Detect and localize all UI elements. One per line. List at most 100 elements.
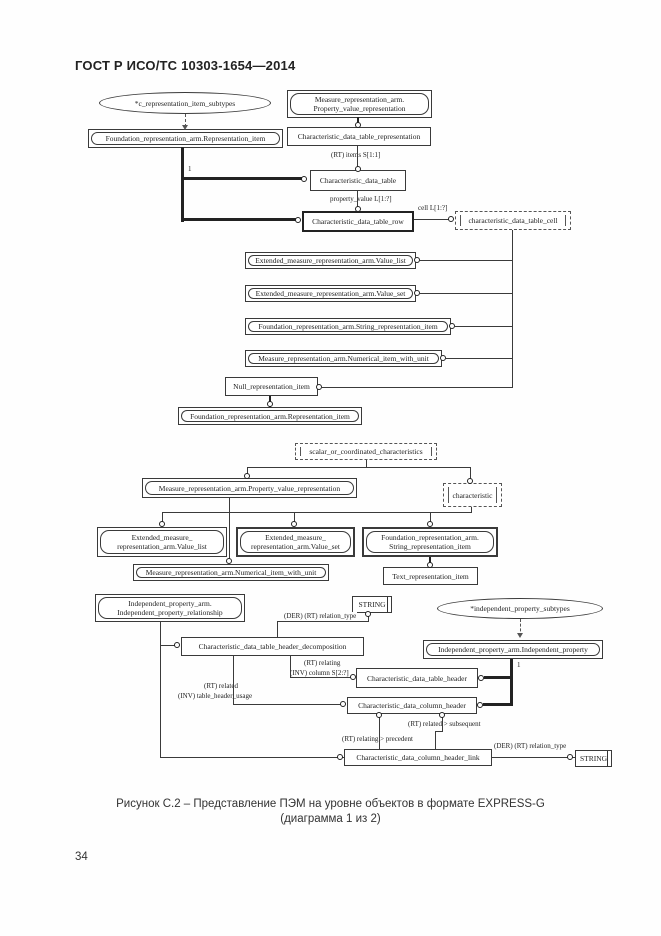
node-label: Extended_measure_representation_arm.Valu… (255, 289, 406, 298)
relation-circle (340, 701, 346, 707)
connector-line (420, 293, 512, 294)
edge-label-items: (RT) items S[1:1] (330, 151, 382, 159)
connector-line (290, 656, 291, 678)
connector-line (160, 622, 161, 758)
edge-label-relation-type-1: (DER) (RT) relation_type (283, 612, 358, 620)
node-label: scalar_or_coordinated_characteristics (309, 447, 423, 456)
connector-line (233, 704, 343, 705)
node-independent-property: Independent_property_arm.Independent_pro… (423, 640, 603, 659)
node-string-type-1: STRING (352, 596, 392, 613)
node-label: Text_representation_item (392, 571, 469, 581)
connector-line (357, 146, 358, 170)
edge-label-relating-precedent: (RT) relating > precedent (341, 735, 414, 743)
connector-line (229, 498, 230, 560)
relation-circle (337, 754, 343, 760)
node-independent-property-subtypes: *independent_property_subtypes (437, 598, 603, 619)
connector-line (420, 260, 512, 261)
connector-line (366, 460, 367, 468)
connector-line (160, 645, 176, 646)
node-label: STRING (579, 754, 608, 763)
edge-label-relation-type-2: (DER) (RT) relation_type (493, 742, 568, 750)
connector-line (247, 467, 248, 476)
node-label: Characteristic_data_column_header (358, 701, 466, 710)
relation-circle (295, 217, 301, 223)
relation-circle (478, 675, 484, 681)
edge-label-cardinality-one-bottom: 1 (516, 661, 522, 669)
node-foundation-representation-item-top: Foundation_representation_arm.Representa… (88, 129, 283, 148)
node-characteristic-data-column-header-link: Characteristic_data_column_header_link (344, 749, 492, 766)
connector-line (429, 557, 431, 565)
relation-circle (159, 521, 165, 527)
connector-line (247, 467, 470, 468)
node-label: Property_value_representation (313, 104, 406, 113)
connector-line (430, 512, 431, 523)
node-independent-property-relationship: Independent_property_arm.Independent_pro… (95, 594, 245, 622)
relation-circle (477, 702, 483, 708)
subtype-dashed-line (185, 114, 186, 127)
relation-circle (316, 384, 322, 390)
node-label: Characteristic_data_column_header_link (356, 753, 480, 762)
node-label: representation_arm.Value_list (117, 542, 207, 551)
page-number: 34 (75, 851, 88, 863)
connector-line (233, 656, 234, 705)
node-label: characteristic_data_table_cell (468, 216, 558, 225)
connector-line (277, 621, 369, 622)
node-c-representation-item-subtypes: *c_representation_item_subtypes (99, 92, 271, 114)
relation-circle (301, 176, 307, 182)
subtype-arrow (517, 633, 523, 638)
node-string-representation-item-mid: Foundation_representation_arm.String_rep… (362, 527, 498, 557)
node-label: Characteristic_data_table (319, 176, 397, 185)
node-scalar-or-coordinated-characteristics: scalar_or_coordinated_characteristics (295, 443, 437, 460)
node-characteristic: characteristic (443, 483, 502, 507)
relation-circle (427, 521, 433, 527)
subtype-dashed-line (520, 619, 521, 636)
node-label: Measure_representation_arm.Numerical_ite… (258, 354, 429, 363)
page-header: ГОСТ Р ИСО/ТС 10303-1654—2014 (75, 58, 296, 73)
node-label: Extended_measure_ (131, 533, 193, 542)
connector-line (379, 717, 380, 749)
connector-line (181, 177, 304, 180)
figure-caption-line2: (диаграмма 1 из 2) (280, 813, 381, 825)
edge-label-related-subsequent: (RT) related > subsequent (407, 720, 482, 728)
relation-circle (376, 712, 382, 718)
node-label: Characteristic_data_table_header (367, 673, 467, 683)
node-foundation-representation-item-mid: Foundation_representation_arm.Representa… (178, 407, 362, 425)
node-numerical-item-with-unit-top: Measure_representation_arm.Numerical_ite… (245, 350, 442, 367)
relation-circle (244, 473, 250, 479)
edge-label-relating: (RT) relating (303, 659, 342, 667)
node-characteristic-data-table-header: Characteristic_data_table_header (356, 668, 478, 688)
relation-circle (414, 290, 420, 296)
node-measure-property-value-representation-mid: Measure_representation_arm.Property_valu… (142, 478, 357, 498)
node-label: Foundation_representation_arm.Representa… (105, 134, 266, 143)
node-value-set-mid: Extended_measure_representation_arm.Valu… (236, 527, 355, 557)
connector-line (471, 507, 472, 513)
connector-line (357, 191, 358, 211)
node-label: STRING (358, 600, 386, 609)
relation-circle (350, 674, 356, 680)
node-label: representation_arm.Value_set (251, 542, 340, 551)
node-label: Extended_measure_representation_arm.Valu… (255, 256, 406, 265)
connector-line (484, 676, 510, 679)
connector-line (446, 358, 512, 359)
relation-circle (226, 558, 232, 564)
connector-line (290, 677, 352, 678)
connector-line (512, 230, 513, 388)
relation-circle (414, 257, 420, 263)
connector-line (435, 731, 436, 749)
connector-line (162, 512, 472, 513)
edge-label-property-value: property_value L[1:?] (329, 195, 393, 203)
node-characteristic-data-table-cell: characteristic_data_table_cell (455, 211, 571, 230)
connector-line (414, 219, 450, 220)
relation-circle (449, 323, 455, 329)
node-label: String_representation_item (389, 542, 471, 551)
node-label: Measure_representation_arm.Numerical_ite… (145, 568, 317, 577)
connector-line (455, 326, 512, 327)
relation-circle (439, 712, 445, 718)
node-label: Independent_property_arm. (128, 599, 212, 608)
relation-circle (355, 206, 361, 212)
node-label: Foundation_representation_arm. (381, 533, 479, 542)
node-numerical-item-with-unit-mid: Measure_representation_arm.Numerical_ite… (133, 564, 329, 581)
connector-line (510, 659, 513, 706)
node-characteristic-data-column-header: Characteristic_data_column_header (347, 697, 477, 714)
